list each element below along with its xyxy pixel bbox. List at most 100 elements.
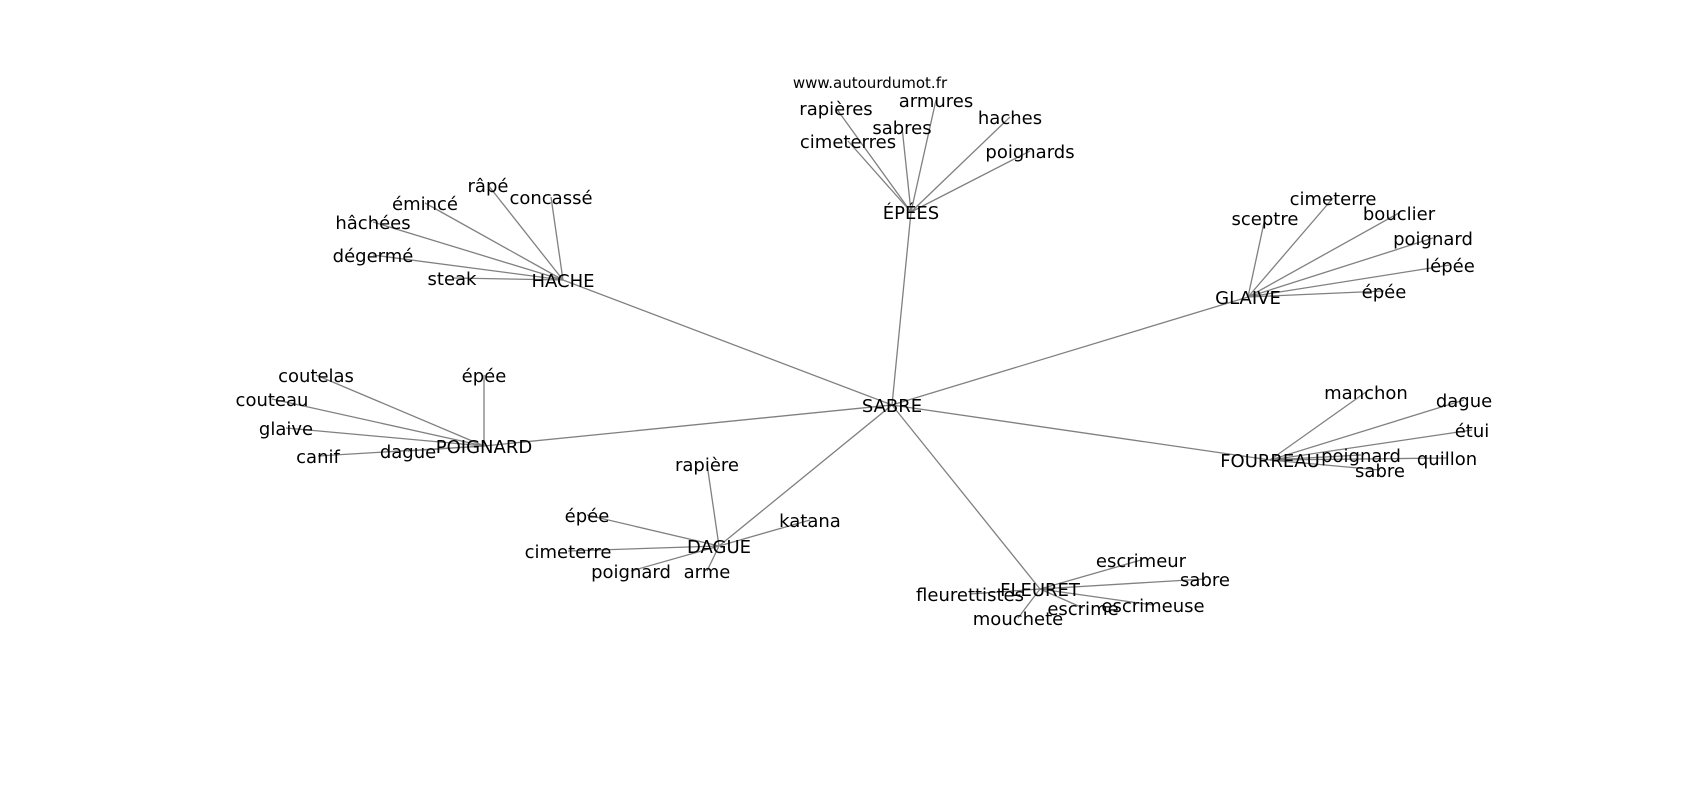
edge-hub-to-word — [1039, 588, 1154, 606]
edge-hub-to-word — [315, 374, 485, 447]
word-node[interactable]: rapières — [799, 99, 872, 120]
hub-node[interactable]: FOURREAU — [1220, 451, 1320, 472]
word-node[interactable]: glaive — [259, 419, 313, 440]
word-node[interactable]: mouchete — [973, 609, 1063, 630]
edge-hub-to-word — [487, 184, 564, 281]
edge-center-to-hub — [891, 404, 1041, 590]
word-node[interactable]: hâchées — [335, 213, 410, 234]
word-node[interactable]: poignard — [591, 562, 671, 583]
edge-hub-to-word — [910, 116, 1011, 213]
word-node[interactable]: poignard — [1321, 446, 1401, 467]
word-node[interactable]: manchon — [1324, 383, 1408, 404]
word-node[interactable]: dague — [1436, 391, 1492, 412]
word-node[interactable]: fleurettistes — [916, 585, 1024, 606]
edge-hub-to-word — [910, 99, 937, 213]
edge-hub-to-word — [1269, 429, 1473, 461]
edge-hub-to-word — [1247, 212, 1400, 298]
edge-hub-to-word — [550, 196, 564, 281]
edge-hub-to-word — [424, 202, 564, 281]
word-node[interactable]: poignard — [1393, 229, 1473, 250]
hub-node[interactable]: DAGUE — [687, 537, 751, 558]
edge-center-to-hub — [562, 279, 893, 406]
edge-hub-to-word — [372, 221, 564, 281]
edge-hub-to-word — [901, 126, 912, 213]
word-node[interactable]: haches — [978, 108, 1042, 129]
word-node[interactable]: émincé — [392, 194, 458, 215]
hub-node[interactable]: FLEURET — [1000, 580, 1081, 601]
hub-node[interactable]: GLAIVE — [1215, 288, 1281, 309]
edge-hub-to-word — [706, 545, 720, 572]
word-node[interactable]: râpé — [468, 176, 509, 197]
edge-hub-to-word — [910, 150, 1031, 213]
word-node[interactable]: escrime — [1047, 599, 1118, 620]
graph-edges — [271, 99, 1473, 619]
word-node[interactable]: cimeterre — [1290, 189, 1377, 210]
word-node[interactable]: steak — [428, 269, 478, 290]
edge-hub-to-word — [271, 398, 485, 447]
edge-hub-to-word — [1269, 457, 1448, 461]
hub-node[interactable]: POIGNARD — [436, 437, 532, 458]
word-node[interactable]: dague — [380, 442, 436, 463]
word-node[interactable]: étui — [1455, 421, 1490, 442]
edge-hub-to-word — [1247, 197, 1334, 298]
edge-hub-to-word — [567, 545, 720, 552]
graph-nodes: SABRE rapières armures sabres haches cimeter… — [236, 91, 1493, 630]
word-node[interactable]: sabre — [1355, 461, 1405, 482]
edge-hub-to-word — [1039, 578, 1206, 590]
edge-hub-to-word — [1269, 391, 1367, 461]
word-node[interactable]: rapière — [675, 455, 739, 476]
word-node[interactable]: sceptre — [1232, 209, 1299, 230]
center-node[interactable]: SABRE — [862, 396, 922, 417]
edge-hub-to-word — [1039, 588, 1084, 609]
word-node[interactable]: arme — [684, 562, 731, 583]
hub-node[interactable]: ÉPÉES — [883, 202, 939, 224]
word-node[interactable]: coutelas — [278, 366, 354, 387]
edge-hub-to-word — [1269, 399, 1465, 461]
word-node[interactable]: bouclier — [1363, 204, 1436, 225]
word-node[interactable]: sabre — [1180, 570, 1230, 591]
word-node[interactable]: sabres — [872, 118, 931, 139]
edge-hub-to-word — [1247, 237, 1434, 298]
edge-center-to-hub — [891, 404, 1271, 461]
word-node[interactable]: armures — [899, 91, 974, 112]
word-node[interactable]: cimeterre — [525, 542, 612, 563]
word-node[interactable]: épée — [462, 366, 507, 387]
edge-hub-to-word — [1247, 290, 1385, 298]
word-node[interactable]: escrimeuse — [1101, 596, 1204, 617]
word-node[interactable]: poignards — [985, 142, 1074, 163]
word-node[interactable]: concassé — [509, 188, 592, 209]
edge-hub-to-word — [1269, 454, 1362, 461]
edge-hub-to-word — [1269, 459, 1381, 471]
word-node[interactable]: katana — [779, 511, 841, 532]
source-label: www.autourdumot.fr — [793, 74, 948, 92]
word-node[interactable]: épée — [1362, 282, 1407, 303]
edge-hub-to-word — [407, 445, 485, 452]
edge-hub-to-word — [451, 277, 564, 281]
edge-hub-to-word — [718, 519, 811, 547]
edge-center-to-hub — [718, 404, 893, 547]
edge-hub-to-word — [630, 545, 720, 572]
word-node[interactable]: cimeterres — [800, 132, 896, 153]
edge-hub-to-word — [835, 107, 912, 213]
edge-center-to-hub — [891, 296, 1249, 406]
word-node[interactable]: épée — [565, 506, 610, 527]
edge-hub-to-word — [372, 254, 564, 281]
edge-center-to-hub — [483, 404, 893, 447]
word-node[interactable]: escrimeur — [1096, 551, 1187, 572]
edge-hub-to-word — [1039, 559, 1142, 590]
word-node[interactable]: dégermé — [333, 246, 414, 267]
edge-hub-to-word — [1247, 264, 1451, 298]
word-node[interactable]: canif — [296, 447, 340, 468]
edge-hub-to-word — [285, 427, 485, 447]
word-node[interactable]: quillon — [1417, 449, 1477, 470]
word-node[interactable]: lépée — [1425, 256, 1475, 277]
edge-hub-to-word — [969, 588, 1041, 595]
hub-node[interactable]: HACHE — [531, 271, 594, 292]
edge-hub-to-word — [1017, 588, 1041, 619]
edge-hub-to-word — [586, 514, 720, 547]
edge-hub-to-word — [706, 463, 720, 547]
word-node[interactable]: couteau — [236, 390, 309, 411]
edge-hub-to-word — [1247, 217, 1266, 298]
edge-center-to-hub — [891, 211, 912, 406]
